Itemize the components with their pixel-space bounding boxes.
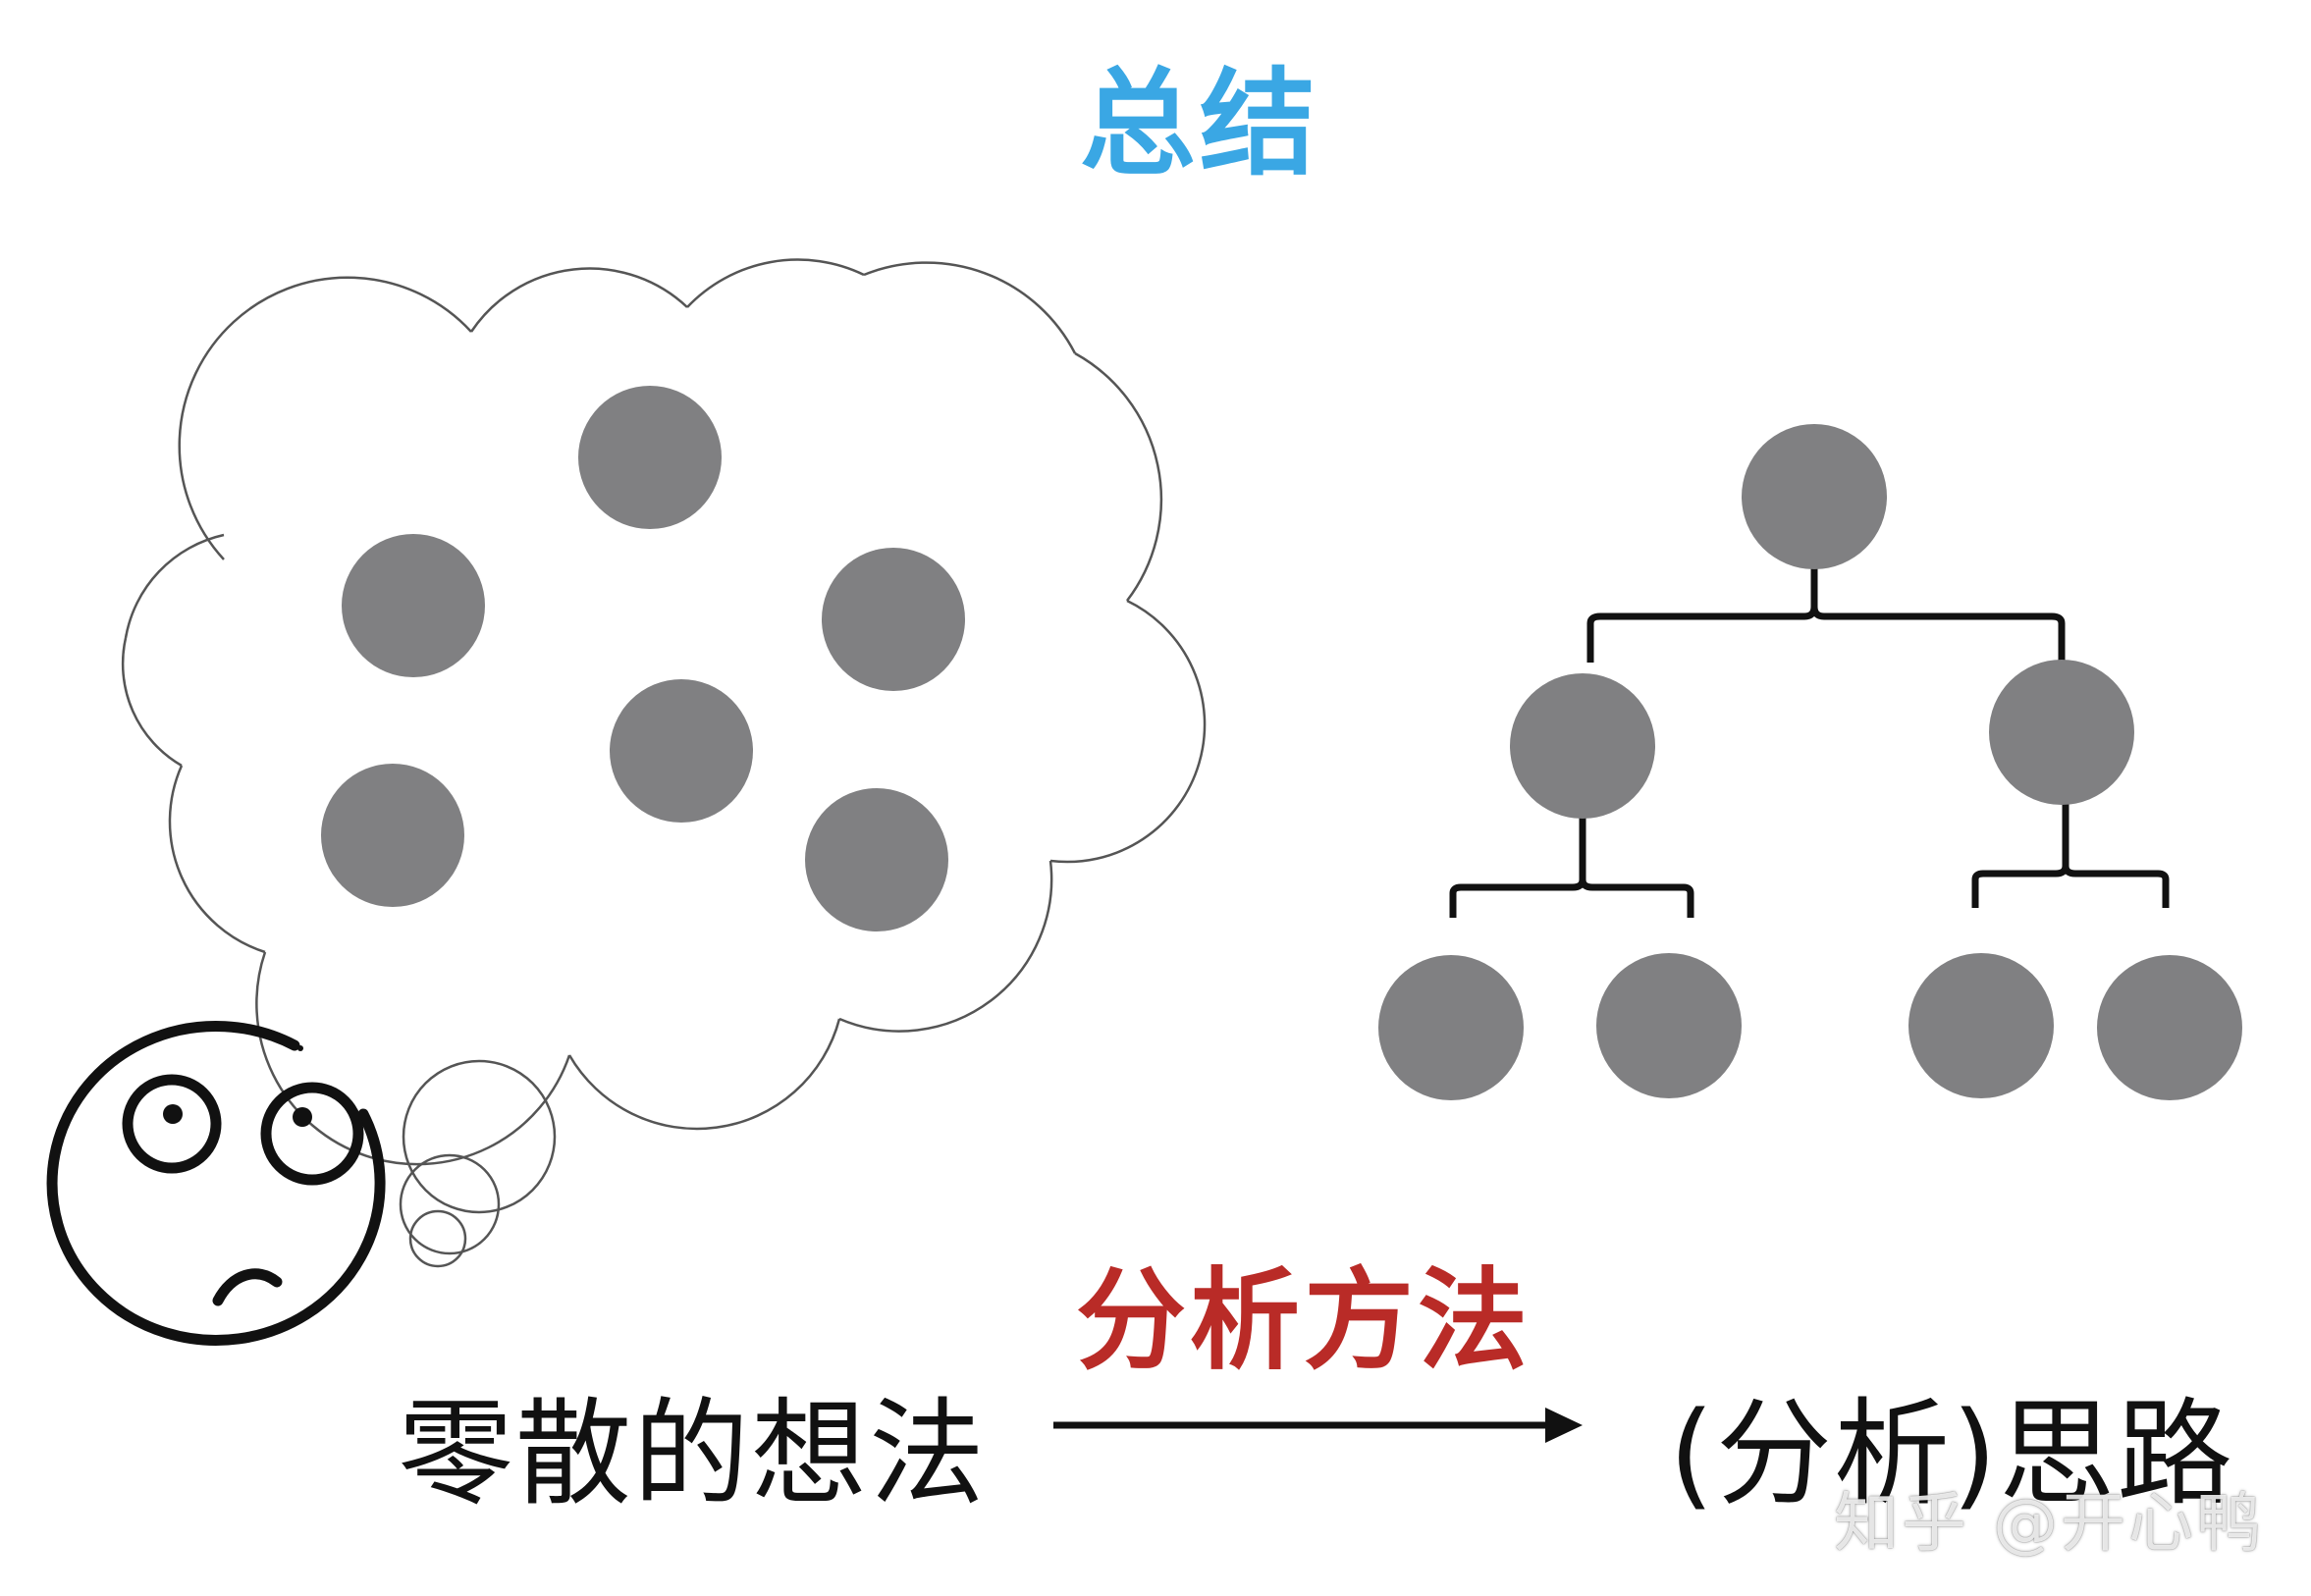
hierarchy-tree	[1378, 424, 2242, 1100]
idea-node	[342, 534, 485, 677]
idea-node	[805, 788, 948, 931]
right-arrow-icon	[1053, 1408, 1583, 1443]
tree-node-leaf	[1378, 955, 1524, 1100]
scattered-ideas-label: 零散的想法	[398, 1386, 988, 1521]
idea-node	[822, 548, 965, 691]
method-label: 分析方法	[1076, 1257, 1532, 1385]
scattered-idea-nodes	[321, 386, 965, 931]
tree-node-leaf	[1596, 953, 1742, 1098]
idea-node	[321, 764, 464, 907]
idea-node	[578, 386, 722, 529]
tree-node-root	[1742, 424, 1887, 569]
tree-node-leaf	[1908, 953, 2054, 1098]
puzzled-face-icon	[46, 1021, 386, 1346]
tree-node-level2	[1989, 660, 2134, 805]
idea-node	[610, 679, 753, 823]
tree-node-leaf	[2097, 955, 2242, 1100]
analysis-thinking-label: (分析)思路	[1669, 1386, 2235, 1521]
watermark: 知乎 @开心鸭	[1834, 1485, 2264, 1561]
tree-node-level2	[1510, 673, 1655, 819]
tree-connectors	[1449, 567, 2170, 918]
page-title: 总结	[1080, 56, 1320, 191]
